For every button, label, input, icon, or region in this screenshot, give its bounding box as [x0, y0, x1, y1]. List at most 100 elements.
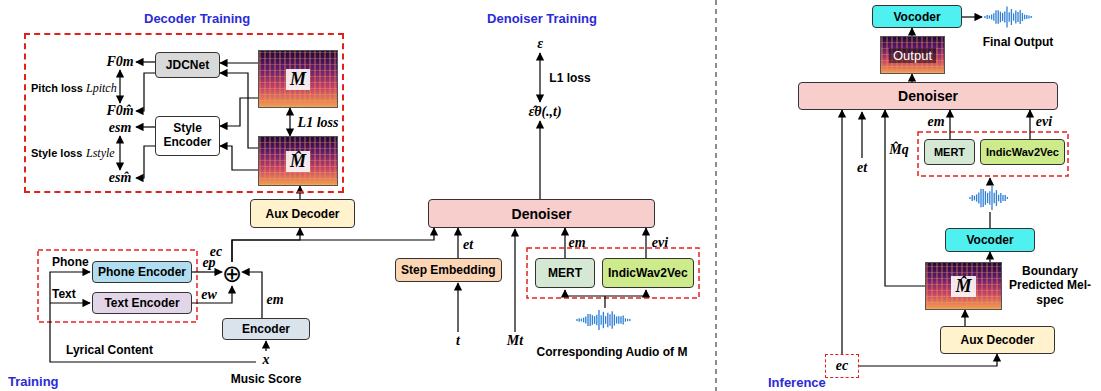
waveform-stroke: [581, 319, 582, 322]
waveform-stroke: [976, 194, 977, 201]
edge-label: L1 loss: [298, 115, 339, 131]
annotation-text: Phone: [52, 255, 89, 269]
feature-box: MERT: [924, 139, 975, 165]
style-encoder-box: Style Encoder: [155, 116, 220, 156]
annotation-text: Lstyle: [86, 146, 115, 161]
node-label: IndicWav2Vec: [608, 266, 688, 280]
edge-label: evi: [1036, 114, 1052, 130]
node-label: ec: [836, 358, 848, 374]
waveform-stroke: [985, 191, 986, 205]
waveform-stroke: [585, 317, 586, 324]
waveform-stroke: [1004, 11, 1005, 22]
connector-arrow: [1029, 110, 1030, 139]
denoiser-box: Denoiser: [798, 82, 1058, 110]
node-label: Vocoder: [966, 233, 1013, 247]
feature-box: MERT: [535, 258, 595, 288]
waveform-stroke: [629, 319, 630, 321]
waveform-stroke: [618, 316, 619, 324]
output-arrow: [136, 61, 155, 62]
connector-arrow: [220, 73, 258, 148]
jdcnet-box: JDCNet: [155, 52, 220, 78]
annotation-text: Text: [52, 287, 76, 301]
output-arrow: [962, 16, 982, 17]
node-label: Text Encoder: [104, 296, 179, 310]
feature-box: IndicWav2Vec: [980, 139, 1065, 165]
annotation-text: Style loss: [31, 147, 82, 159]
edge-label: ec: [210, 244, 222, 260]
waveform-stroke: [576, 319, 577, 321]
waveform-stroke: [972, 195, 973, 201]
node-label: Denoiser: [898, 88, 958, 104]
connector-arrow: [949, 110, 950, 139]
separator-line: [715, 0, 716, 391]
annotation-text: ε: [537, 36, 543, 52]
waveform-stroke: [1002, 13, 1003, 21]
waveform-stroke: [1013, 13, 1014, 20]
input-arrow: [645, 290, 646, 296]
edge-label: em: [568, 235, 585, 251]
node-label: ⊕: [222, 262, 242, 286]
output-arrow: [136, 146, 155, 178]
waveform-stroke: [587, 314, 588, 326]
connector-arrow: [220, 62, 258, 63]
connector-arrow: [457, 228, 458, 258]
waveform-stroke: [605, 316, 606, 324]
waveform-stroke: [623, 316, 624, 325]
waveform-icon: [970, 186, 1007, 210]
output-arrow: [136, 73, 155, 111]
waveform-stroke: [987, 15, 988, 19]
annotation-text: Final Output: [983, 35, 1054, 49]
wire-line: [989, 212, 990, 228]
connector-arrow: [989, 252, 990, 262]
node-label: Decoder Training: [144, 11, 250, 26]
loss-arrow: [119, 136, 120, 170]
waveform-stroke: [590, 314, 591, 326]
annotation-text: L1 loss: [549, 71, 590, 85]
node-label: M: [286, 69, 310, 90]
waveform-stroke: [1020, 10, 1021, 24]
node-label: Style Encoder: [161, 122, 214, 150]
encoder-box: Text Encoder: [92, 292, 192, 314]
waveform-stroke: [1000, 12, 1001, 23]
dashed-group: [38, 250, 197, 322]
waveform-stroke: [991, 186, 992, 210]
waveform-stroke: [1011, 9, 1012, 25]
waveform-stroke: [974, 196, 975, 201]
annotation-text: Lyrical Content: [66, 343, 153, 357]
waveform-stroke: [989, 15, 990, 18]
waveform-stroke: [983, 189, 984, 207]
waveform-stroke: [998, 10, 999, 23]
input-arrow: [861, 112, 862, 158]
connector-arrow: [242, 272, 262, 318]
denoiser-box: Denoiser: [428, 199, 655, 228]
annotation-text: Denoiser Training: [487, 11, 597, 26]
input-arrow: [989, 178, 990, 184]
waveform-stroke: [596, 315, 597, 326]
waveform-stroke: [614, 314, 615, 325]
annotation-text: esm̂: [109, 170, 132, 186]
waveform-stroke: [1031, 16, 1032, 18]
node-label: Encoder: [242, 322, 290, 336]
node-label: M̂: [951, 276, 975, 297]
waveform-stroke: [1009, 12, 1010, 22]
waveform-stroke: [592, 315, 593, 325]
node-label: M̂: [286, 151, 310, 172]
connector-arrow: [645, 228, 646, 258]
waveform-stroke: [620, 316, 621, 324]
embedding-box: Step Embedding: [395, 258, 502, 282]
waveform-stroke: [1022, 13, 1023, 21]
dashed-group: [918, 132, 1068, 176]
waveform-stroke: [989, 191, 990, 204]
annotation-text: Mt: [507, 333, 523, 349]
waveform-icon: [577, 310, 630, 330]
waveform-stroke: [601, 315, 602, 325]
connector-arrow: [232, 228, 300, 262]
waveform-stroke: [603, 312, 604, 328]
input-arrow: [50, 302, 90, 303]
annotation-text: esm: [109, 120, 132, 136]
edge-label: ew: [201, 287, 217, 303]
dashed-group: [527, 248, 699, 298]
annotation-text: Training: [8, 374, 59, 389]
node-label: Phone Encoder: [98, 265, 186, 279]
node-label: Denoiser: [512, 206, 572, 222]
